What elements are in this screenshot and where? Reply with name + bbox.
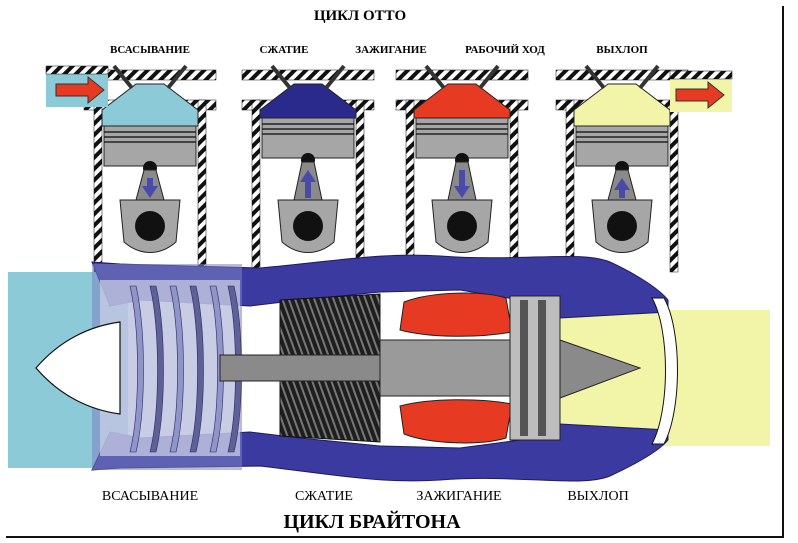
- otto-cycle-title: ЦИКЛ ОТТО: [313, 8, 407, 24]
- fan-blade: [129, 285, 144, 453]
- piston-up-arrow: [300, 170, 316, 198]
- otto-cylinder-exhaust: [555, 64, 689, 273]
- piston-down-arrow: [454, 170, 470, 198]
- otto-stage-label-power: РАБОЧИЙ ХОД: [465, 44, 545, 56]
- piston-up-arrow: [614, 178, 630, 198]
- spinner-cone: [35, 321, 121, 415]
- turbine: [509, 295, 561, 441]
- tail-cone: [559, 339, 642, 399]
- turbine-engine: [8, 254, 770, 482]
- otto-stage-label-exhaust: ВЫХЛОП: [596, 44, 648, 56]
- brayton-cycle-title: ЦИКЛ БРАЙТОНА: [283, 511, 461, 533]
- brayton-stage-label-ignition: ЗАЖИГАНИЕ: [416, 489, 502, 504]
- otto-stage-label-intake: ВСАСЫВАНИЕ: [110, 44, 190, 56]
- combustor-bottom: [399, 399, 513, 444]
- combustor-top: [399, 292, 513, 337]
- brayton-stage-label-compression: СЖАТИЕ: [295, 489, 353, 504]
- otto-cylinder-power: [395, 64, 529, 273]
- brayton-stage-label-exhaust: ВЫХЛОП: [567, 489, 629, 504]
- fan-blade: [149, 285, 164, 453]
- otto-stage-label-compression: СЖАТИЕ: [259, 44, 309, 56]
- fan-blade: [169, 285, 184, 453]
- brayton-stage-label-intake: ВСАСЫВАНИЕ: [101, 489, 199, 504]
- fan-blade: [189, 285, 204, 453]
- exhaust-nozzle: [651, 297, 678, 445]
- otto-stage-label-ignition: ЗАЖИГАНИЕ: [355, 44, 427, 56]
- fan-blade: [227, 285, 242, 453]
- fan-blade: [209, 285, 224, 453]
- piston-down-arrow: [142, 178, 158, 198]
- otto-cylinder-compression: [241, 64, 375, 273]
- figure-frame: [6, 6, 784, 538]
